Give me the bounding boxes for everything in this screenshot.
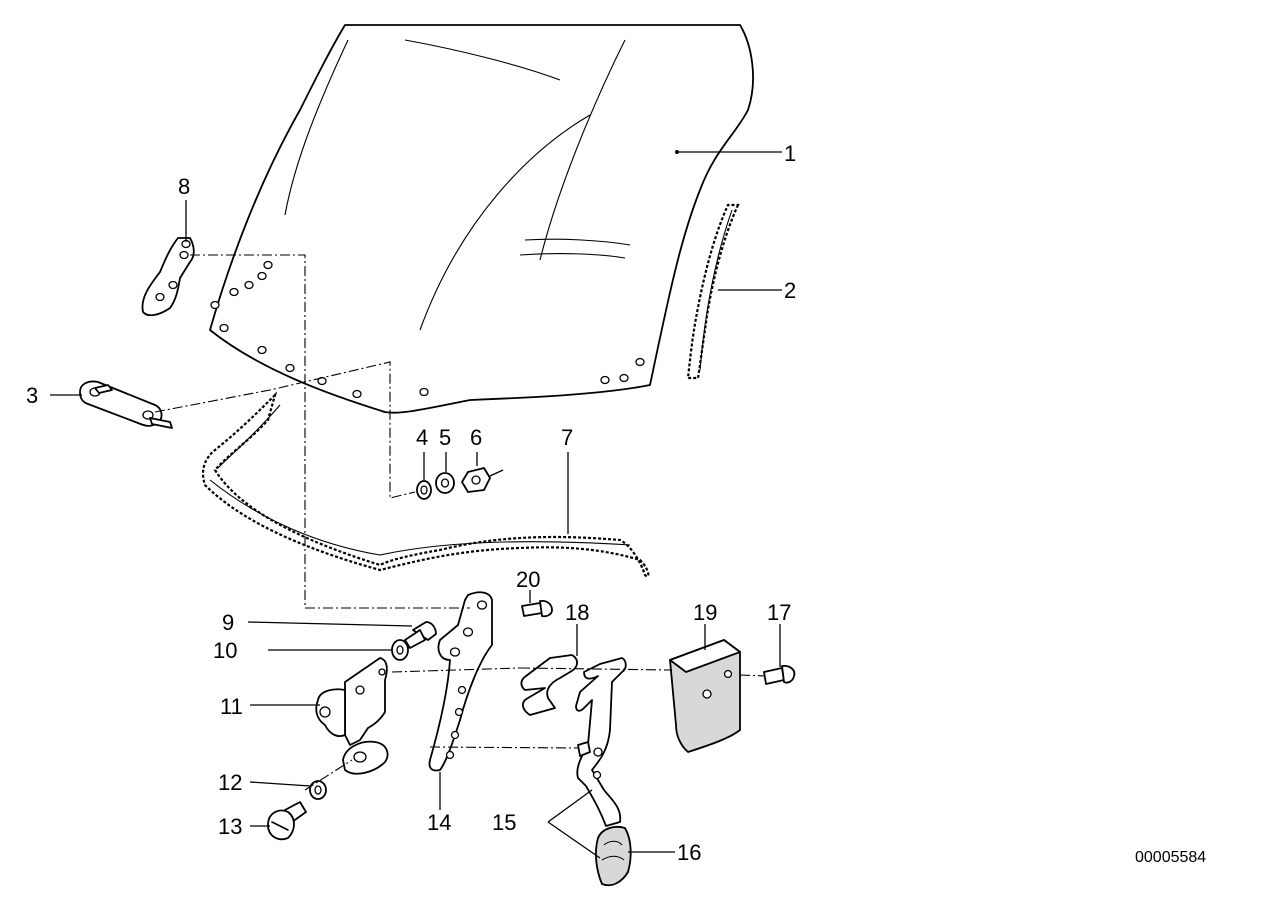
lock-washer-part-12 [309,780,327,800]
curved-strut-part-14 [428,591,493,772]
clip-part-16 [595,825,632,887]
fasteners-parts-4-6 [416,467,504,500]
bracket-part-15 [575,657,627,827]
callout-3: 3 [26,383,38,408]
callout-17: 17 [767,600,791,625]
callout-1: 1 [784,141,796,166]
callout-5: 5 [439,425,451,450]
rubber-seal-part-7 [201,391,650,578]
clamp-bracket-part-3 [79,380,173,429]
side-bracket-part-8 [141,237,195,317]
screw-part-17 [763,664,796,685]
callout-14: 14 [427,810,451,835]
rubber-block-part-19 [669,639,741,753]
callout-11: 11 [220,694,243,719]
angle-bracket-part-11 [315,657,389,775]
callout-4: 4 [416,425,428,450]
callout-9: 9 [222,610,234,635]
callout-19: 19 [693,600,717,625]
screw-part-9 [404,621,437,649]
windscreen-part-1 [209,24,754,414]
callout-20: 20 [516,567,540,592]
callout-7: 7 [561,425,573,450]
callout-10: 10 [213,638,237,663]
washer-part-10 [391,639,409,661]
callout-8: 8 [178,174,190,199]
callout-labels: 1 2 3 4 5 6 7 8 9 10 11 12 13 14 15 16 1… [26,141,796,865]
leader-lines [50,150,782,859]
callout-12: 12 [218,770,242,795]
clip-part-18 [520,654,578,716]
callout-18: 18 [565,600,589,625]
edge-strip-part-2 [686,203,740,380]
diagram-code: 00005584 [1135,849,1206,866]
callout-16: 16 [677,840,701,865]
screw-part-20 [521,599,553,618]
callout-2: 2 [784,278,796,303]
assembly-axes [154,254,766,791]
callout-6: 6 [470,425,482,450]
callout-15: 15 [492,810,516,835]
callout-13: 13 [218,814,242,839]
bolt-part-13 [267,801,307,841]
